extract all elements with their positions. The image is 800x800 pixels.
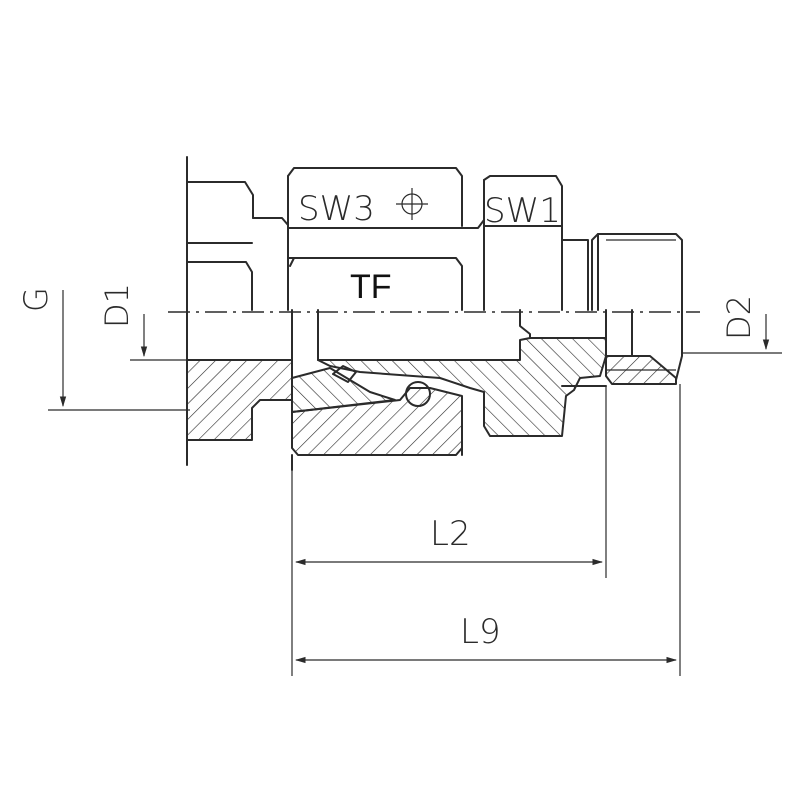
outer-contour [186,156,683,466]
label-tf: TF [350,268,392,306]
label-sw3: SW3 [298,189,375,229]
label-sw1: SW1 [484,191,561,231]
crosshair-symbol-icon [396,188,428,220]
section-view [186,309,677,471]
label-g: G [17,287,55,312]
dimension-lines [48,290,782,676]
label-l2: L2 [430,514,471,554]
label-d2: D2 [720,295,758,340]
label-d1: D1 [98,283,136,328]
label-l9: L9 [460,612,501,652]
